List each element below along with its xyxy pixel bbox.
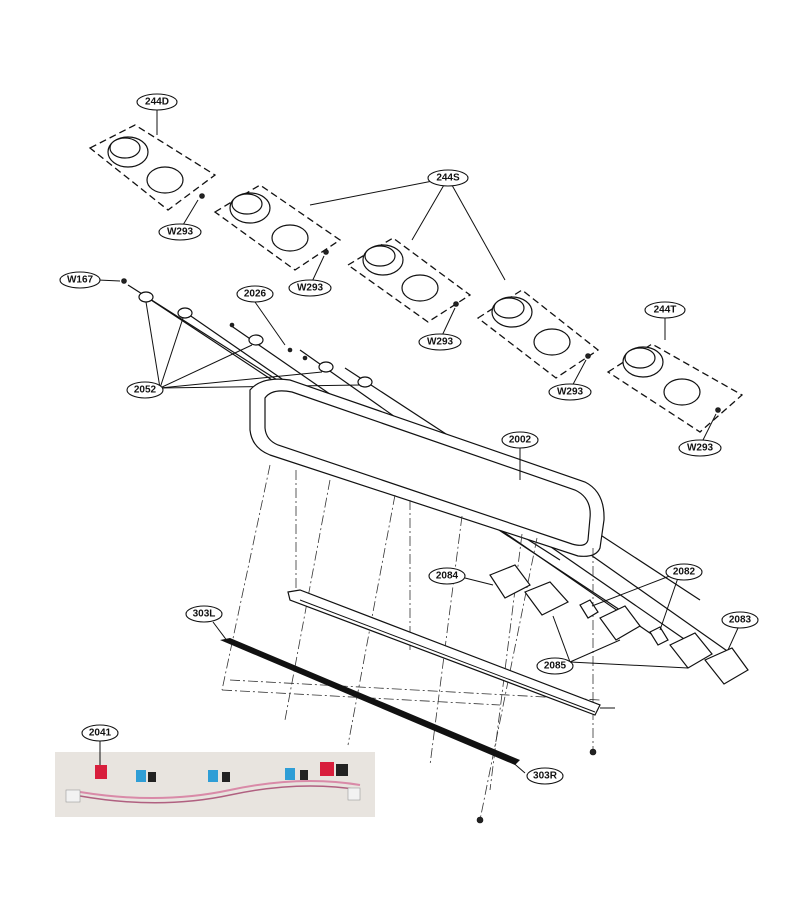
svg-text:W293: W293 <box>687 443 714 454</box>
callout-2041: 2041 <box>81 724 119 742</box>
svg-text:2052: 2052 <box>134 385 157 396</box>
callout-303L: 303L <box>185 605 223 623</box>
callout-244S: 244S <box>427 169 469 187</box>
svg-text:2084: 2084 <box>436 571 459 582</box>
callout-2026: 2026 <box>236 285 274 303</box>
knob-group-244D <box>88 124 217 211</box>
svg-text:244T: 244T <box>654 305 677 316</box>
svg-text:2002: 2002 <box>509 435 532 446</box>
knob-group-244T <box>606 343 744 433</box>
callout-303R: 303R <box>526 767 564 785</box>
callout-w293-3: W293 <box>418 333 462 351</box>
callout-2082: 2082 <box>665 563 703 581</box>
callout-2084: 2084 <box>428 567 466 585</box>
ignition-switches <box>489 564 749 685</box>
callout-2002: 2002 <box>501 431 539 449</box>
callout-w293-2: W293 <box>288 279 332 297</box>
svg-text:303L: 303L <box>193 609 216 620</box>
svg-text:2026: 2026 <box>244 289 267 300</box>
svg-text:244D: 244D <box>145 97 169 108</box>
wire-harness-photo-2041 <box>55 752 375 817</box>
callout-244T: 244T <box>644 301 686 319</box>
svg-text:2041: 2041 <box>89 728 112 739</box>
svg-text:W167: W167 <box>67 275 94 286</box>
svg-text:244S: 244S <box>436 173 460 184</box>
knob-group-244S-2 <box>346 237 472 323</box>
callout-244D: 244D <box>136 93 178 111</box>
svg-text:W293: W293 <box>557 387 584 398</box>
svg-text:2082: 2082 <box>673 567 696 578</box>
control-panel-2002 <box>249 378 605 557</box>
bracket-rail <box>287 589 615 824</box>
callout-w293-5: W293 <box>678 439 722 457</box>
knob-group-244S-1 <box>213 184 342 271</box>
svg-text:2085: 2085 <box>544 661 567 672</box>
svg-text:W293: W293 <box>297 283 324 294</box>
svg-text:W293: W293 <box>427 337 454 348</box>
o-rings-2052 <box>121 278 373 388</box>
callout-w293-1: W293 <box>158 223 202 241</box>
callout-w167: W167 <box>59 271 101 289</box>
svg-text:W293: W293 <box>167 227 194 238</box>
callout-2085: 2085 <box>536 657 574 675</box>
svg-text:303R: 303R <box>533 771 558 782</box>
callout-2083: 2083 <box>721 611 759 629</box>
callout-2052: 2052 <box>126 381 164 399</box>
svg-text:2083: 2083 <box>729 615 752 626</box>
strip-303 <box>220 638 520 765</box>
knob-group-244S-3 <box>476 289 600 379</box>
callout-w293-4: W293 <box>548 383 592 401</box>
